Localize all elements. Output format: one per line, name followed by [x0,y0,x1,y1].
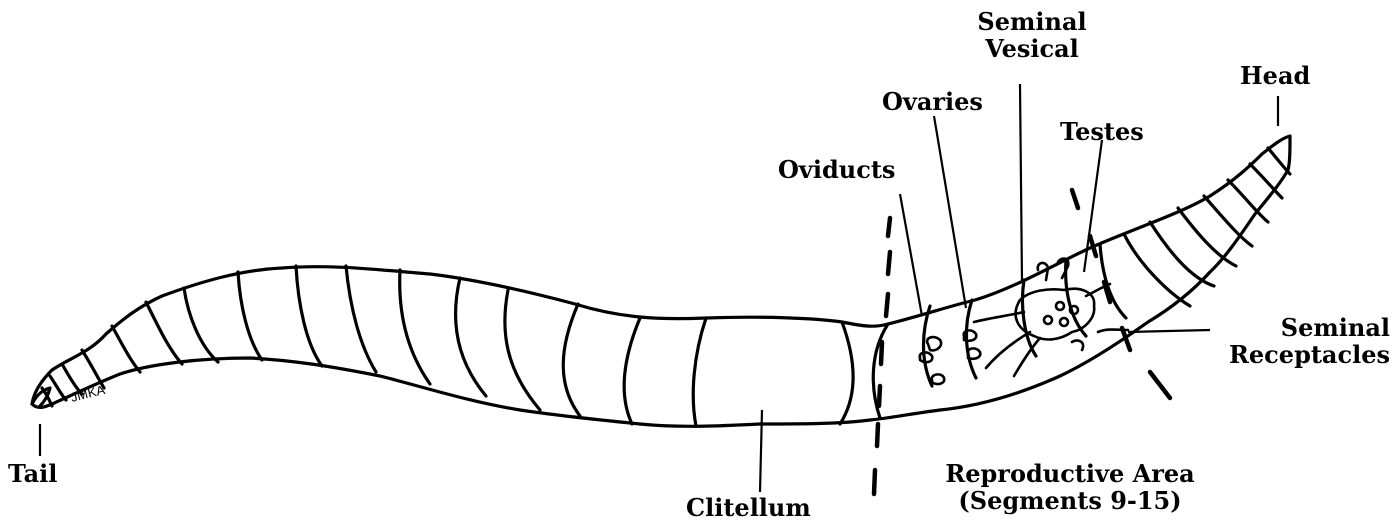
seminal-receptacles-label: Seminal Receptacles [1200,314,1390,368]
testes-label: Testes [1060,118,1144,145]
reproductive-area-line2: (Segments 9-15) [900,487,1240,514]
clitellum-label: Clitellum [686,494,811,521]
seminal-vesical-label: Seminal Vesical [956,8,1108,62]
seminal-vesical-line1: Seminal [956,8,1108,35]
worm-outline [32,136,1290,426]
seminal-receptacles-line1: Seminal [1200,314,1390,341]
ovaries-label: Ovaries [882,88,983,115]
seminal-receptacles-line2: Receptacles [1200,341,1390,368]
ovary-left [927,337,941,350]
reproductive-area-label: Reproductive Area (Segments 9-15) [900,460,1240,514]
oviducts-label: Oviducts [778,156,895,183]
seminal-vesical-line2: Vesical [956,35,1108,62]
oviduct-bottom [932,374,944,384]
reproductive-area-line1: Reproductive Area [900,460,1240,487]
tail-label: Tail [8,460,57,487]
head-label: Head [1240,62,1310,89]
